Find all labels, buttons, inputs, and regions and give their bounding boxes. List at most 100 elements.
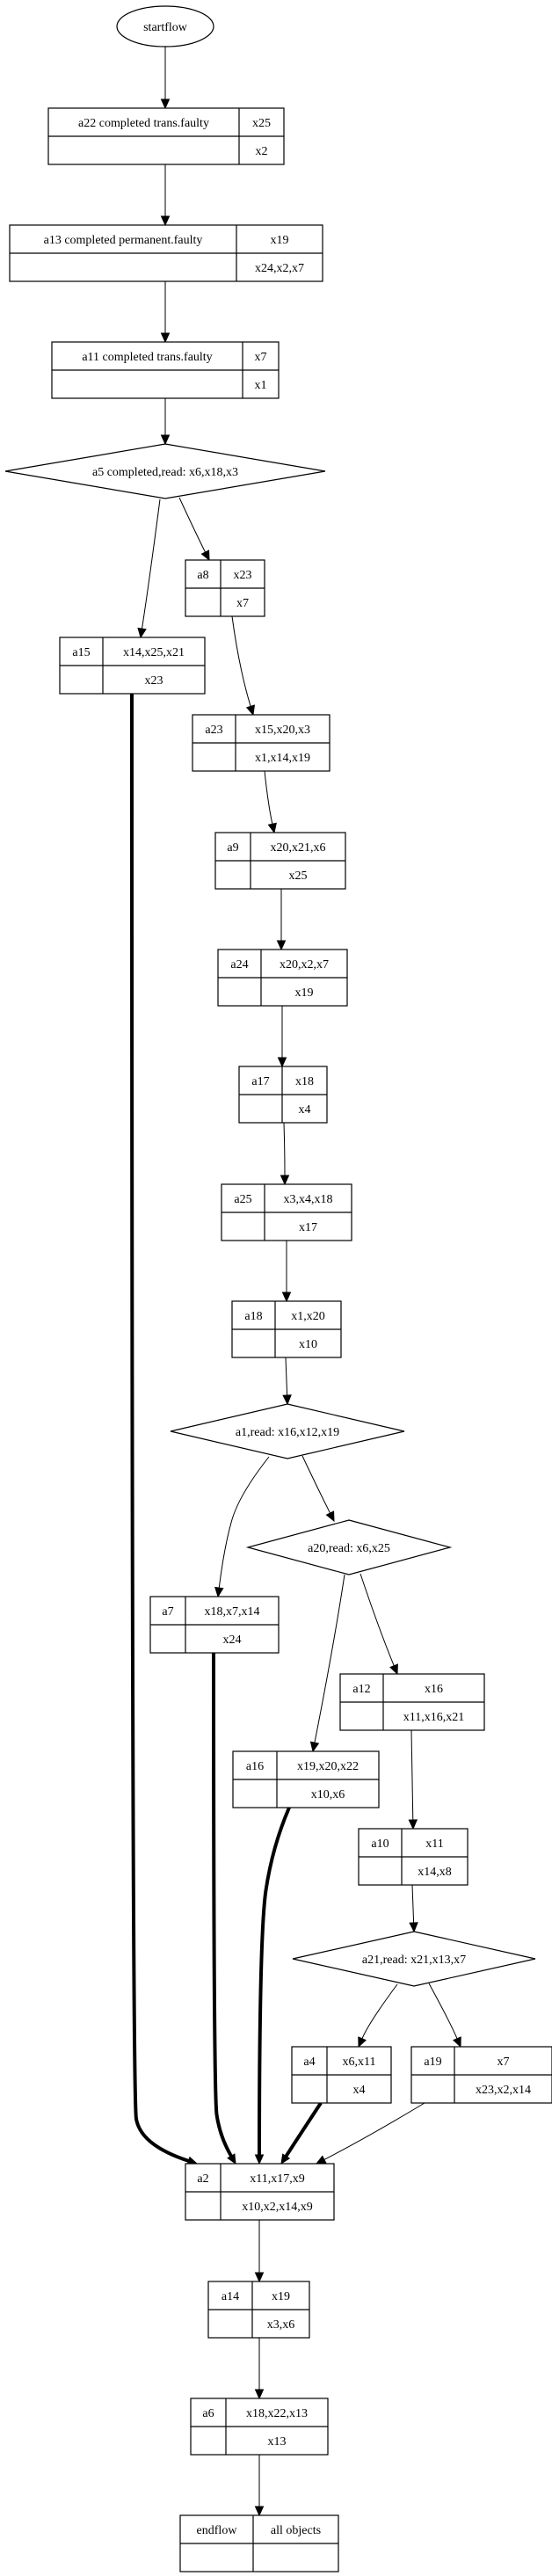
edge-line xyxy=(258,1807,291,2156)
edge-line xyxy=(218,1456,270,1589)
arrowhead-icon xyxy=(254,2154,265,2165)
node-a22: a22 completed trans.faulty x25 x2 xyxy=(47,107,285,165)
activity-name: a2 xyxy=(197,2172,208,2186)
output-objects: x10 xyxy=(299,1338,317,1351)
arrowhead-icon xyxy=(227,2153,236,2165)
edge-a8-to-a23 xyxy=(231,615,256,717)
edge-line xyxy=(361,1983,398,2040)
activity-name: a22 completed trans.faulty xyxy=(78,117,209,130)
output-objects: x2 xyxy=(256,145,268,158)
arrowhead-icon xyxy=(254,2272,265,2283)
output-objects: x23 xyxy=(145,674,163,688)
activity-name: a11 completed trans.faulty xyxy=(82,351,212,364)
decision-diamond xyxy=(4,443,326,499)
input-objects: x16 xyxy=(425,1683,443,1696)
arrowhead-icon xyxy=(200,549,210,562)
edge-startflow-to-a22 xyxy=(160,47,171,110)
decision-label: a5 completed,read: x6,x18,x3 xyxy=(92,466,238,479)
input-objects: x18,x22,x13 xyxy=(246,2407,308,2420)
node-a6: a6 x18,x22,x13 x13 xyxy=(190,2398,329,2456)
node-a5: a5 completed,read: x6,x18,x3 xyxy=(4,443,326,499)
edge-a19-to-a2 xyxy=(315,2102,425,2165)
input-objects: x18 xyxy=(295,1075,314,1088)
edge-a5-to-a15 xyxy=(137,498,161,639)
arrowhead-icon xyxy=(309,1741,320,1753)
arrowhead-icon xyxy=(267,822,277,834)
input-objects: x7 xyxy=(255,351,267,364)
edge-a18-to-a1 xyxy=(282,1357,292,1406)
arrowhead-icon xyxy=(254,2389,265,2400)
edge-line xyxy=(301,1455,330,1514)
node-a1: a1,read: x16,x12,x19 xyxy=(170,1403,405,1459)
edge-a24-to-a17 xyxy=(277,1006,287,1068)
output-objects: x13 xyxy=(268,2435,287,2449)
arrowhead-icon xyxy=(325,1510,335,1523)
edge-a9-to-a24 xyxy=(276,889,287,951)
input-objects: x19 xyxy=(272,2290,290,2303)
activity-name: a14 xyxy=(222,2290,239,2303)
activity-name: a19 xyxy=(424,2056,441,2069)
node-startflow: startflow xyxy=(116,5,214,47)
activity-name: a23 xyxy=(205,724,222,737)
activity-name: a15 xyxy=(72,646,90,659)
input-objects: x25 xyxy=(252,117,271,130)
arrowhead-icon xyxy=(276,940,287,951)
edge-a16-to-a2 xyxy=(254,1807,291,2165)
arrowhead-icon xyxy=(160,434,171,446)
activity-name: a10 xyxy=(371,1837,389,1851)
output-objects: x14,x8 xyxy=(418,1866,452,1879)
arrowhead-icon xyxy=(408,1819,418,1830)
decision-diamond xyxy=(245,1519,453,1575)
edge-a12-to-a10 xyxy=(408,1729,418,1830)
input-objects: x1,x20 xyxy=(291,1310,325,1323)
edge-a10-to-a21 xyxy=(409,1884,418,1933)
input-objects: x20,x21,x6 xyxy=(271,841,326,855)
edge-a1-to-a7 xyxy=(214,1456,270,1598)
output-objects: x10,x2,x14,x9 xyxy=(242,2201,313,2214)
output-objects: x24,x2,x7 xyxy=(255,262,304,275)
arrowhead-icon xyxy=(277,1057,287,1068)
input-objects: x6,x11 xyxy=(343,2056,376,2069)
edge-a6-to-endflow xyxy=(254,2455,265,2517)
arrowhead-icon xyxy=(254,2506,265,2517)
node-a12: a12 x16 x11,x16,x21 xyxy=(339,1673,485,1731)
activity-name: a13 completed permanent.faulty xyxy=(44,234,203,247)
edge-a1-to-a20 xyxy=(301,1455,335,1523)
edge-line xyxy=(360,1573,395,1666)
edge-a15-to-a2 xyxy=(130,693,199,2165)
output-objects: x24 xyxy=(223,1634,242,1647)
input-objects: all objects xyxy=(271,2524,321,2537)
arrowhead-icon xyxy=(315,2155,327,2165)
arrowhead-icon xyxy=(245,704,256,717)
arrowhead-icon xyxy=(409,1922,418,1933)
edge-a5-to-a8 xyxy=(178,497,210,562)
arrowhead-icon xyxy=(214,1586,224,1598)
activity-name: a12 xyxy=(352,1683,370,1696)
edge-a17-to-a25 xyxy=(280,1122,290,1186)
input-objects: x18,x7,x14 xyxy=(205,1605,260,1619)
node-label: startflow xyxy=(143,21,188,34)
output-objects: x11,x16,x21 xyxy=(403,1711,464,1724)
activity-name: a17 xyxy=(251,1075,269,1088)
edge-a4-to-a2 xyxy=(280,2101,323,2165)
edge-a22-to-a13 xyxy=(160,164,171,227)
activity-name: a4 xyxy=(303,2056,315,2069)
input-objects: x19,x20,x22 xyxy=(297,1760,359,1773)
arrowhead-icon xyxy=(389,1663,398,1676)
activity-name: a6 xyxy=(202,2407,214,2420)
arrowhead-icon xyxy=(160,98,171,110)
node-a20: a20,read: x6,x25 xyxy=(245,1519,453,1575)
nodes-layer: startflow a22 completed trans.faulty x25 x2… xyxy=(4,5,552,2572)
decision-diamond xyxy=(170,1403,405,1459)
output-objects: x3,x6 xyxy=(267,2318,295,2332)
arrowhead-icon xyxy=(160,215,171,227)
arrowhead-icon xyxy=(280,2153,291,2165)
activity-name: endflow xyxy=(197,2524,238,2537)
input-objects: x7 xyxy=(498,2056,510,2069)
edge-a2-to-a14 xyxy=(254,2220,265,2283)
